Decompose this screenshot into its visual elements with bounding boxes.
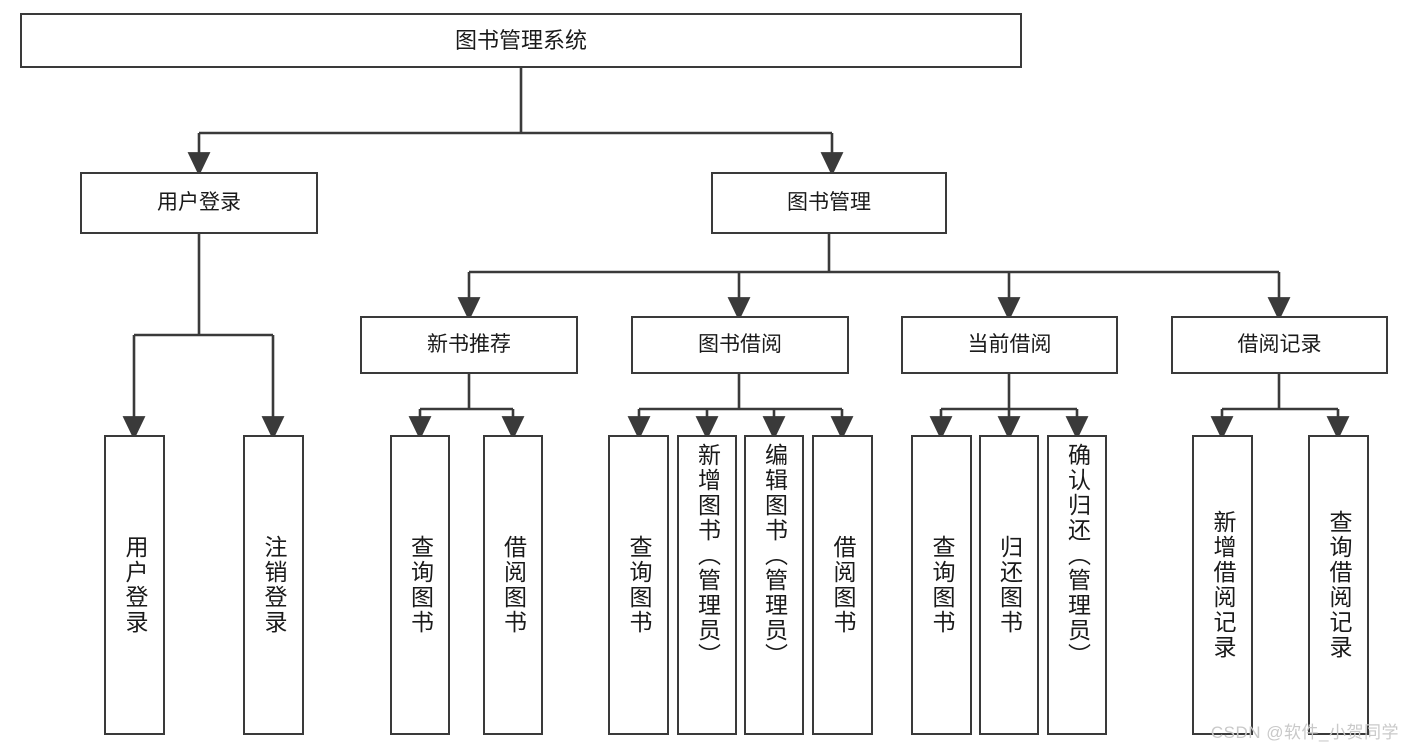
- node-label: 图书管理系统: [454, 27, 587, 53]
- node-book-borrow[interactable]: 图书借阅: [631, 316, 849, 374]
- node-new-book-recommend[interactable]: 新书推荐: [360, 316, 578, 374]
- node-label: 当前借阅: [967, 332, 1052, 356]
- node-label: 查询借阅记录: [1326, 510, 1352, 660]
- node-label: 确认归还（管理员）: [1064, 443, 1091, 668]
- node-label: 查询图书: [929, 535, 955, 635]
- leaf-borrow-add-book-admin[interactable]: 新增图书（管理员）: [677, 435, 737, 735]
- leaf-recommend-query-book[interactable]: 查询图书: [390, 435, 450, 735]
- node-root-system[interactable]: 图书管理系统: [20, 13, 1022, 68]
- node-label: 用户登录: [157, 190, 241, 214]
- node-label: 图书管理: [787, 190, 871, 214]
- node-label: 新增图书（管理员）: [694, 443, 721, 668]
- node-label: 借阅记录: [1237, 332, 1322, 356]
- leaf-recommend-borrow-book[interactable]: 借阅图书: [483, 435, 543, 735]
- node-label: 归还图书: [996, 535, 1023, 635]
- leaf-current-query-book[interactable]: 查询图书: [911, 435, 972, 735]
- node-label: 新书推荐: [427, 332, 511, 356]
- node-label: 用户登录: [122, 535, 148, 635]
- node-label: 编辑图书（管理员）: [761, 443, 788, 668]
- leaf-current-return-book[interactable]: 归还图书: [979, 435, 1039, 735]
- node-label: 图书借阅: [698, 332, 782, 356]
- node-label: 借阅图书: [830, 535, 856, 635]
- leaf-current-confirm-return-admin[interactable]: 确认归还（管理员）: [1047, 435, 1107, 735]
- node-label: 查询图书: [626, 535, 652, 635]
- leaf-borrow-borrow-book[interactable]: 借阅图书: [812, 435, 873, 735]
- leaf-user-login-logout[interactable]: 注销登录: [243, 435, 304, 735]
- leaf-borrow-query-book[interactable]: 查询图书: [608, 435, 669, 735]
- leaf-record-query-record[interactable]: 查询借阅记录: [1308, 435, 1369, 735]
- node-user-login[interactable]: 用户登录: [80, 172, 318, 234]
- leaf-record-add-record[interactable]: 新增借阅记录: [1192, 435, 1253, 735]
- node-current-borrow[interactable]: 当前借阅: [901, 316, 1118, 374]
- leaf-user-login-login[interactable]: 用户登录: [104, 435, 165, 735]
- node-borrow-record[interactable]: 借阅记录: [1171, 316, 1388, 374]
- node-label: 新增借阅记录: [1210, 510, 1236, 660]
- leaf-borrow-edit-book-admin[interactable]: 编辑图书（管理员）: [744, 435, 804, 735]
- node-label: 注销登录: [261, 535, 287, 635]
- node-book-management[interactable]: 图书管理: [711, 172, 947, 234]
- node-label: 借阅图书: [500, 535, 527, 635]
- node-label: 查询图书: [407, 535, 434, 635]
- csdn-watermark: CSDN @软件_小贺同学: [1210, 723, 1399, 742]
